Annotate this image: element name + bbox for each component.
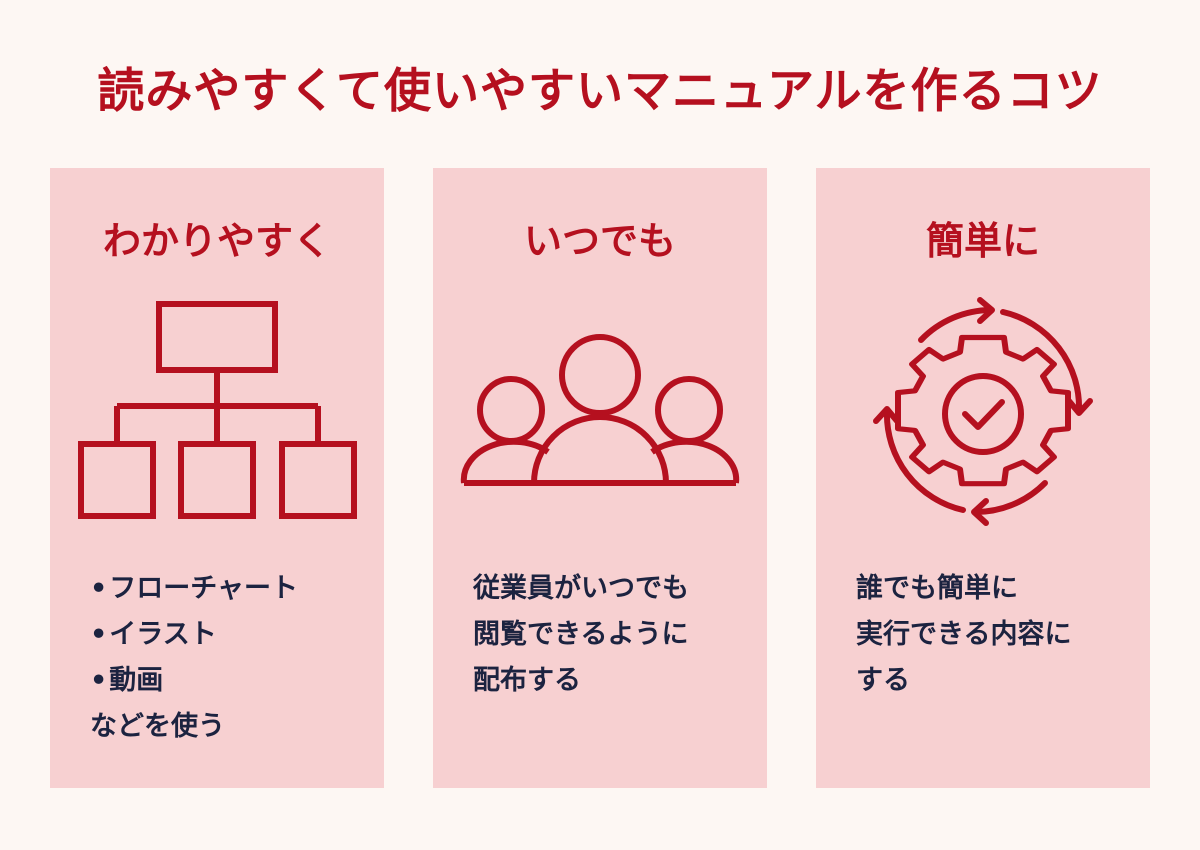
text-line: 実行できる内容に <box>856 619 1072 650</box>
card-text: 従業員がいつでも 閲覧できるように 配布する <box>473 566 743 704</box>
list-item: イラスト <box>90 612 360 658</box>
card-heading: いつでも <box>523 219 676 263</box>
card-heading: 簡単に <box>925 219 1040 263</box>
card-itsudemo: いつでも 従業員がいつでも 閲覧できるように 配布する <box>433 168 767 788</box>
text-line: する <box>856 665 910 696</box>
text-line: 配布する <box>473 665 581 696</box>
text-line: 閲覧できるように <box>473 619 689 650</box>
gear-check-cycle-icon <box>873 297 1093 526</box>
card-kantanni: 簡単に 誰でも簡単に 実行できる内容に する <box>816 168 1150 788</box>
list-item: などを使う <box>90 711 225 742</box>
card-text: 誰でも簡単に 実行できる内容に する <box>856 566 1126 704</box>
text-line: 誰でも簡単に <box>856 573 1018 604</box>
card-text: フローチャート イラスト 動画 などを使う <box>90 566 360 750</box>
org-chart-icon <box>78 301 357 519</box>
text-line: 従業員がいつでも <box>473 573 689 604</box>
people-group-icon <box>460 334 740 486</box>
card-wakariyasuku: わかりやすく フローチャート イラスト 動画 などを使う <box>50 168 384 788</box>
card-heading: わかりやすく <box>102 219 331 263</box>
list-item: 動画 <box>90 658 360 704</box>
list-item: フローチャート <box>90 566 360 612</box>
page-title: 読みやすくて使いやすいマニュアルを作るコツ <box>97 64 1103 119</box>
